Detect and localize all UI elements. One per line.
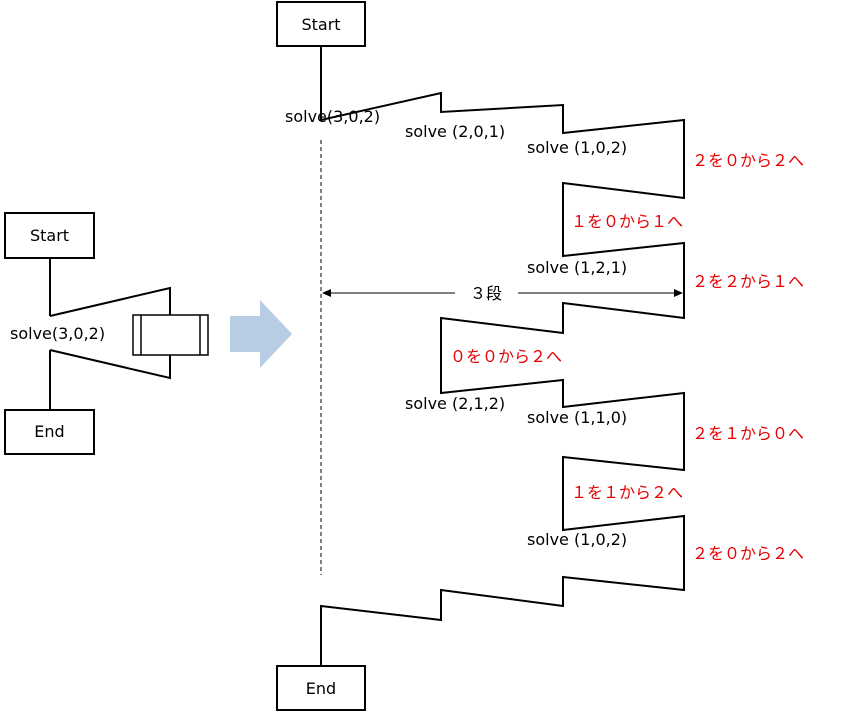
move-label: ２を１から０へ [692, 424, 804, 443]
right-start-label: Start [301, 15, 340, 34]
right-start-box [276, 1, 366, 47]
left-end-box [4, 409, 95, 455]
call-label: solve (1,1,0) [527, 408, 627, 427]
move-label: １を１から２へ [571, 483, 683, 502]
move-label: ０を０から２へ [450, 347, 562, 366]
move-label: １を０から１へ [571, 212, 683, 231]
depth-label: ３段 [470, 284, 502, 303]
call-label: solve(3,0,2) [285, 107, 380, 126]
move-label: ２を０から２へ [692, 151, 804, 170]
move-label: ２を０から２へ [692, 544, 804, 563]
left-flowchart: Start solve(3,0,2) End [4, 212, 209, 455]
call-label: solve (2,1,2) [405, 394, 505, 413]
left-call-label: solve(3,0,2) [10, 324, 105, 343]
left-start-label: Start [30, 226, 69, 245]
call-label: solve (1,0,2) [527, 138, 627, 157]
call-label: solve (1,2,1) [527, 258, 627, 277]
call-label: solve (2,0,1) [405, 122, 505, 141]
right-end-box [276, 665, 366, 711]
call-label: solve (1,0,2) [527, 530, 627, 549]
subroutine-icon [132, 314, 209, 356]
left-end-label: End [34, 422, 64, 441]
left-start-box [4, 212, 95, 259]
depth-measure: ３段 [322, 284, 683, 303]
right-flowchart: Start ３段 solve(3,0,2) solve (2,0,1) solv… [276, 1, 804, 711]
right-arrow-icon [230, 300, 292, 368]
recursion-outline [320, 46, 685, 666]
move-label: ２を２から１へ [692, 272, 804, 291]
right-end-label: End [306, 679, 336, 698]
